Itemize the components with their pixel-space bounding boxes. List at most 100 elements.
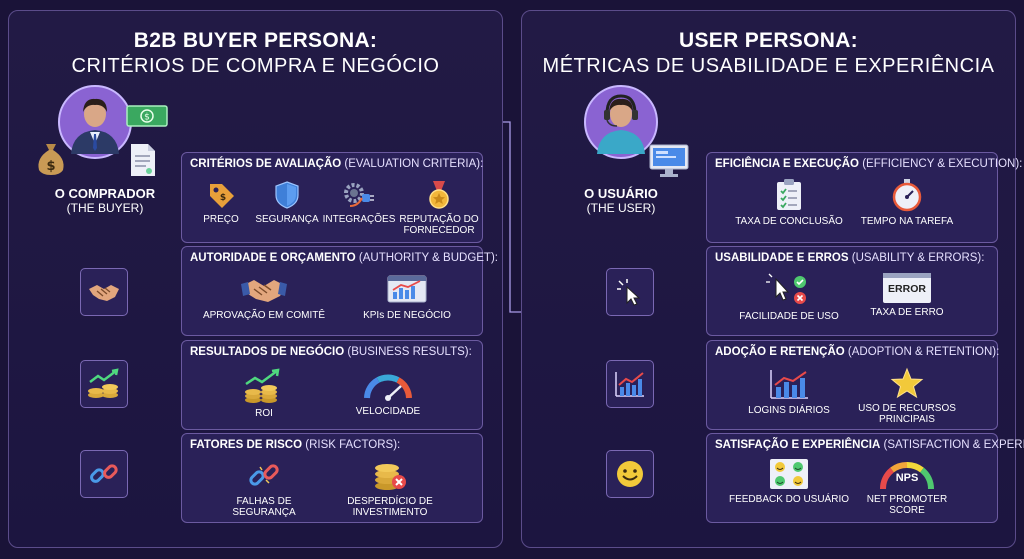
error-text: ERROR [888, 283, 926, 295]
business-kpis-item: KPIs DE NEGÓCIO [342, 274, 472, 321]
core-features-usage-item: USO DE RECURSOS PRINCIPAIS [851, 367, 963, 425]
card-title: SATISFAÇÃO E EXPERIÊNCIA [715, 439, 881, 451]
user-title-line2: MÉTRICAS DE USABILIDADE E EXPERIÊNCIA [542, 55, 995, 77]
medal-icon [429, 181, 449, 209]
cursor-check-icon [766, 273, 806, 304]
buyer-panel-title: B2B BUYER PERSONA: CRITÉRIOS DE COMPRA E… [9, 29, 502, 78]
growth-coins-icon [88, 368, 119, 398]
buyer-sub: (THE BUYER) [66, 201, 144, 215]
item-label: FALHAS DE SEGURANÇA [232, 496, 296, 518]
login-chart-icon [770, 370, 808, 399]
card-subtitle: (EVALUATION CRITERIA): [344, 158, 484, 170]
error-window-icon: ERROR [883, 273, 931, 303]
feedback-grid-icon [770, 459, 808, 489]
item-label: TAXA DE ERRO [870, 307, 944, 318]
buyer-title-line1: B2B BUYER PERSONA: [133, 29, 378, 52]
completion-rate-item: TAXA DE CONCLUSÃO [727, 178, 851, 227]
item-label: APROVAÇÃO EM COMITÊ [202, 310, 326, 321]
card-subtitle: (AUTHORITY & BUDGET): [358, 252, 498, 264]
buyer-name: O COMPRADOR [54, 186, 156, 201]
money-bag-icon: $ [34, 140, 68, 181]
integrations-item: INTEGRAÇÕES [322, 180, 396, 225]
cursor-click-icon [617, 279, 641, 306]
error-rate-item: ERROR TAXA DE ERRO [851, 273, 963, 318]
growth-chart-box [606, 360, 654, 408]
price-item: $ PREÇO [188, 180, 254, 225]
card-subtitle: (BUSINESS RESULTS): [347, 346, 472, 358]
user-title-line1: USER PERSONA: [679, 29, 858, 52]
item-label: LOGINS DIÁRIOS [748, 405, 830, 416]
item-label: PREÇO [203, 214, 239, 225]
item-label: VELOCIDADE [355, 406, 421, 417]
investment-waste-item: DESPERDÍCIO DE INVESTIMENTO [334, 458, 446, 518]
card-title: EFICIÊNCIA E EXECUÇÃO [715, 158, 859, 170]
star-icon [890, 367, 924, 399]
security-item: SEGURANÇA [254, 180, 320, 225]
smiley-box [606, 450, 654, 498]
item-label: TAXA DE CONCLUSÃO [735, 216, 843, 227]
item-label: FACILIDADE DE USO [739, 311, 839, 322]
time-on-task-item: TEMPO NA TAREFA [851, 178, 963, 227]
user-sub: (THE USER) [586, 201, 656, 215]
committee-approval-item: APROVAÇÃO EM COMITÊ [196, 274, 332, 321]
daily-logins-item: LOGINS DIÁRIOS [727, 367, 851, 416]
card-title: CRITÉRIOS DE AVALIAÇÃO [190, 158, 342, 170]
vendor-reputation-item: REPUTAÇÃO DO FORNECEDOR [396, 180, 482, 236]
handshake-icon [89, 285, 119, 301]
security-failures-item: FALHAS DE SEGURANÇA [210, 458, 318, 518]
nps-item: NPS NET PROMOTER SCORE [851, 458, 963, 516]
svg-text:$: $ [220, 193, 226, 203]
authority-budget-card: AUTORIDADE E ORÇAMENTO (AUTHORITY & BUDG… [181, 246, 498, 336]
smiley-icon [617, 461, 643, 487]
item-label: DESPERDÍCIO DE INVESTIMENTO [347, 496, 433, 518]
kpi-dashboard-icon [387, 275, 427, 303]
speed-item: VELOCIDADE [326, 368, 450, 417]
nps-text: NPS [895, 472, 919, 484]
monitor-icon [648, 143, 690, 184]
broken-chain-icon [249, 464, 279, 486]
gear-plug-icon [344, 183, 374, 207]
user-feedback-item: FEEDBACK DO USUÁRIO [727, 458, 851, 505]
svg-text:$: $ [144, 113, 150, 123]
usability-errors-card: USABILIDADE E ERROS (USABILITY & ERRORS)… [706, 246, 998, 336]
efficiency-execution-card: EFICIÊNCIA E EXECUÇÃO (EFFICIENCY & EXEC… [706, 152, 1022, 243]
growth-coins-box [80, 360, 128, 408]
nps-gauge-icon: NPS [878, 458, 936, 490]
price-tag-icon: $ [210, 184, 234, 208]
checklist-icon [777, 179, 801, 210]
user-label: O USUÁRIO (THE USER) [566, 186, 676, 216]
coins-loss-icon [375, 464, 406, 490]
broken-chain-box [80, 450, 128, 498]
card-title: AUTORIDADE E ORÇAMENTO [190, 252, 356, 264]
item-label: INTEGRAÇÕES [322, 214, 396, 225]
business-results-card: RESULTADOS DE NEGÓCIO (BUSINESS RESULTS)… [181, 340, 483, 430]
card-title: FATORES DE RISCO [190, 439, 303, 451]
item-label: USO DE RECURSOS PRINCIPAIS [858, 403, 956, 425]
growth-chart-icon [615, 372, 644, 397]
buyer-avatar [57, 84, 133, 160]
broken-chain-icon [90, 464, 118, 483]
item-label: SEGURANÇA [255, 214, 319, 225]
card-subtitle: (EFFICIENCY & EXECUTION): [862, 158, 1023, 170]
item-label: ROI [255, 408, 273, 419]
stopwatch-icon [892, 179, 922, 212]
user-avatar [583, 84, 659, 160]
card-subtitle: (ADOPTION & RETENTION): [847, 346, 1000, 358]
item-label: TEMPO NA TAREFA [860, 216, 954, 227]
document-icon [128, 142, 158, 183]
buyer-title-line2: CRITÉRIOS DE COMPRA E NEGÓCIO [71, 55, 440, 77]
buyer-label: O COMPRADOR (THE BUYER) [40, 186, 170, 216]
coins-growth-icon [245, 368, 280, 403]
item-label: KPIs DE NEGÓCIO [363, 310, 451, 321]
svg-text:$: $ [46, 159, 55, 174]
handshake-icon [241, 280, 287, 302]
item-label: NET PROMOTER SCORE [866, 494, 948, 516]
risk-factors-card: FATORES DE RISCO (RISK FACTORS): FALHAS … [181, 433, 483, 523]
card-title: USABILIDADE E ERROS [715, 252, 849, 264]
user-name: O USUÁRIO [584, 186, 658, 201]
handshake-box [80, 268, 128, 316]
card-subtitle: (USABILITY & ERRORS): [851, 252, 985, 264]
card-title: ADOÇÃO E RETENÇÃO [715, 346, 845, 358]
user-panel-title: USER PERSONA: MÉTRICAS DE USABILIDADE E … [522, 29, 1015, 78]
cursor-click-box [606, 268, 654, 316]
